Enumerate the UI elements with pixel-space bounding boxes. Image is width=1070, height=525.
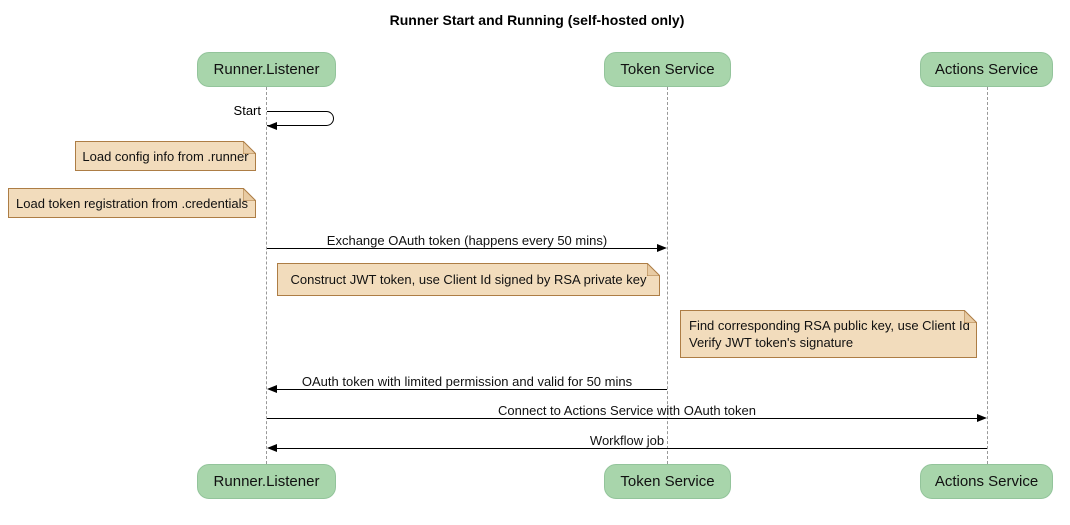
participant-label: Actions Service (934, 473, 1039, 490)
message-label-workflow: Workflow job (589, 433, 665, 448)
note-text: Construct JWT token, use Client Id signe… (290, 272, 647, 287)
participant-label: Runner.Listener (213, 473, 320, 490)
diagram-title: Runner Start and Running (self-hosted on… (389, 12, 685, 28)
note-text: Load config info from .runner (82, 148, 249, 164)
message-line-oauth-return (275, 389, 667, 390)
lifeline-runner-listener (266, 87, 267, 464)
note-text-line2: Verify JWT token's signature (689, 335, 854, 350)
arrowhead-left-icon (267, 122, 277, 130)
arrowhead-right-icon (977, 414, 987, 422)
participant-label: Token Service (620, 473, 715, 490)
message-label-start: Start (233, 103, 261, 118)
self-message-loop (267, 111, 334, 126)
participant-label: Runner.Listener (213, 61, 320, 78)
note-verify-jwt: Find corresponding RSA public key, use C… (680, 310, 977, 358)
message-line-exchange (267, 248, 659, 249)
message-label-oauth-return: OAuth token with limited permission and … (301, 374, 633, 389)
participant-top-token-service: Token Service (604, 52, 731, 87)
participant-bottom-runner-listener: Runner.Listener (197, 464, 336, 499)
note-fold-icon (647, 263, 660, 276)
lifeline-actions-service (987, 87, 988, 464)
message-line-connect (267, 418, 979, 419)
participant-label: Token Service (620, 61, 715, 78)
note-text-line1: Find corresponding RSA public key, use C… (689, 318, 970, 333)
note-text: Load token registration from .credential… (16, 195, 248, 211)
note-fold-icon (243, 141, 256, 154)
participant-bottom-actions-service: Actions Service (920, 464, 1053, 499)
note-load-config: Load config info from .runner (75, 141, 256, 171)
participant-top-runner-listener: Runner.Listener (197, 52, 336, 87)
lifeline-token-service (667, 87, 668, 464)
note-load-token-registration: Load token registration from .credential… (8, 188, 256, 218)
note-fold-icon (964, 310, 977, 323)
arrowhead-right-icon (657, 244, 667, 252)
message-label-exchange: Exchange OAuth token (happens every 50 m… (326, 233, 608, 248)
arrowhead-left-icon (267, 385, 277, 393)
participant-top-actions-service: Actions Service (920, 52, 1053, 87)
participant-bottom-token-service: Token Service (604, 464, 731, 499)
message-label-connect: Connect to Actions Service with OAuth to… (498, 403, 756, 418)
participant-label: Actions Service (934, 61, 1039, 78)
note-construct-jwt: Construct JWT token, use Client Id signe… (277, 263, 660, 296)
note-fold-icon (243, 188, 256, 201)
message-line-workflow (275, 448, 987, 449)
arrowhead-left-icon (267, 444, 277, 452)
